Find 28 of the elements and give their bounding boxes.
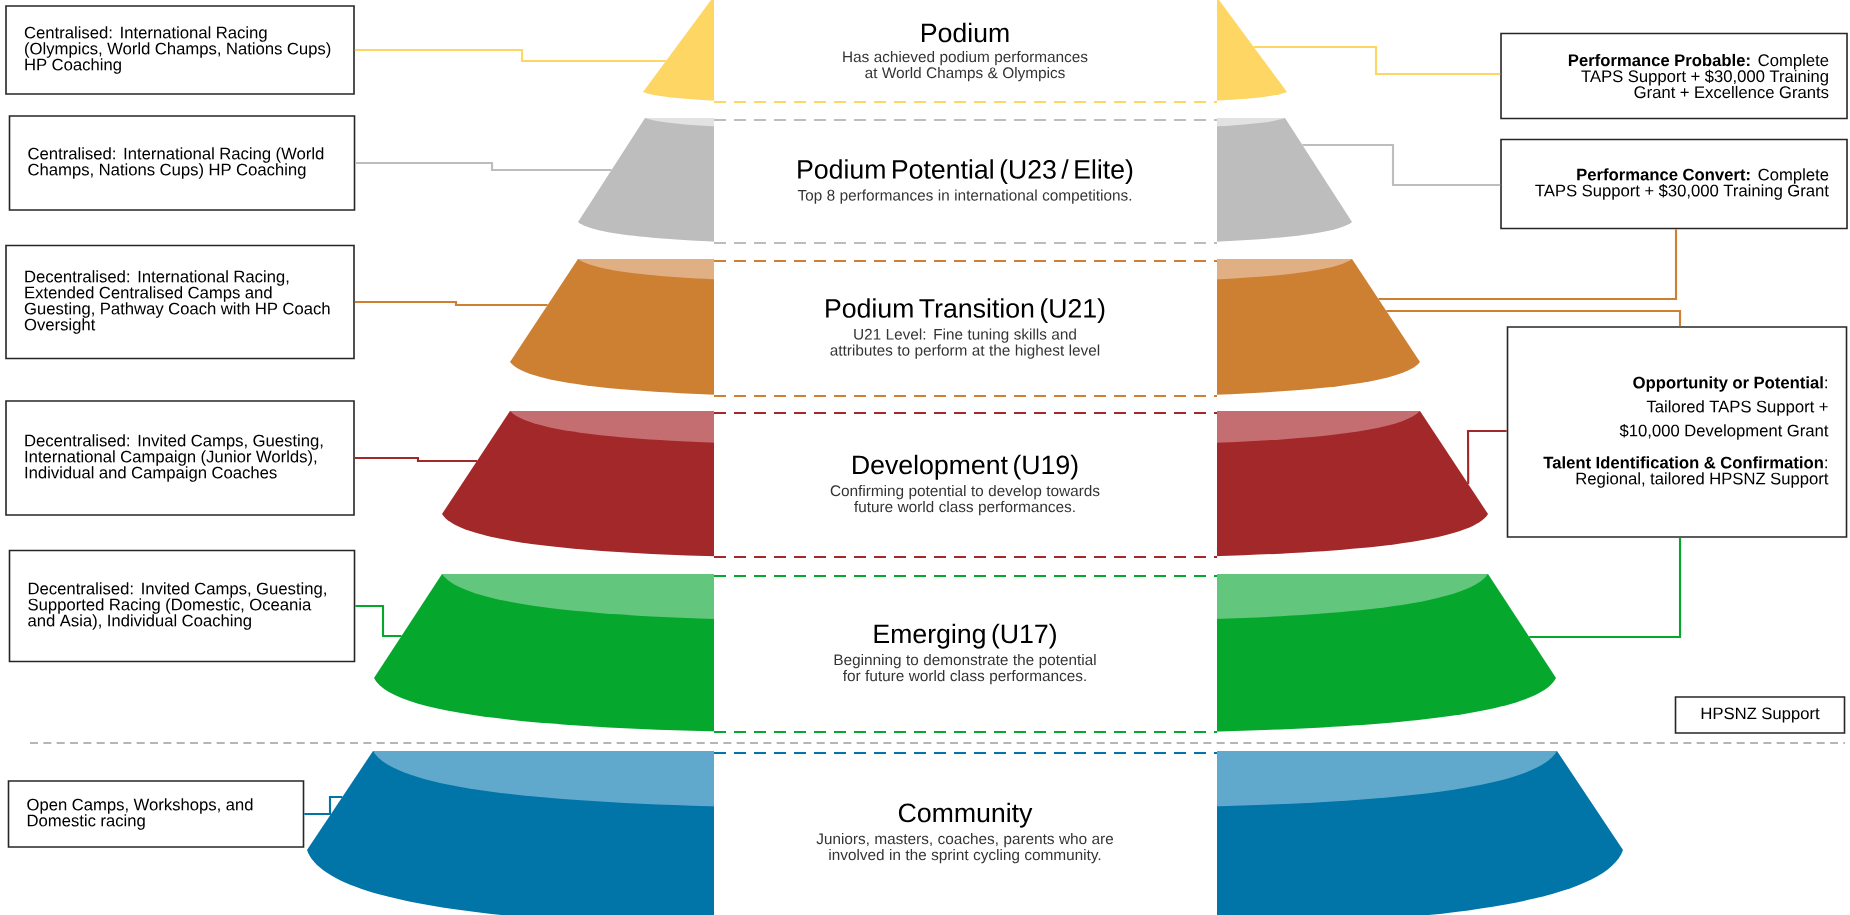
connector-line [1466,429,1507,484]
pyramid-tier: Podium Potential (U23 / Elite) Top 8 performances in international competitions. [578,117,1352,247]
pyramid-tier: Development (U19) Confirming potential to develop towards future world class performances. [442,410,1488,561]
connector-line [1253,45,1501,76]
text-box: HPSNZ Support [1674,696,1846,734]
text-box: Decentralised: Invited Camps, Guesting, International Campaign (Junior Worlds), Individual and Campaign Coaches [5,400,355,516]
connector-line [354,300,548,307]
text-box: Decentralised: International Racing, Extended Centralised Camps and Guesting, Pathway Coach with HP Coach Oversight [5,244,355,360]
connector-line [304,795,343,816]
connector-line [355,604,402,638]
connector-line [1378,229,1678,301]
pyramid-tier: Podium Transition (U21) U21 Level: Fine tuning skills and attributes to perform at the highest level [510,258,1420,400]
connector-line [355,161,612,172]
text-box: Centralised: International Racing (World Champs, Nations Cups) HP Coaching [8,115,356,211]
text-box: Performance Convert: Complete TAPS Support + $30,000 Training Grant [1500,138,1848,230]
text-box: Opportunity or Potential: Tailored TAPS Support + $10,000 Development Grant Talent Identification & Confirmation: Regional, tailored HPSNZ Support [1506,326,1848,538]
text-box: Open Camps, Workshops, and Domestic racing [7,780,305,848]
text-box: Centralised: International Racing (Olympics, World Champs, Nations Cups) HP Coaching [5,5,355,95]
connector-line [1529,537,1682,639]
connector-line [354,48,666,63]
pyramid-tier: Community Juniors, masters, coaches, parents who are involved in the sprint cycling community. [307,750,1623,915]
text-box: Decentralised: Invited Camps, Guesting, Supported Racing (Domestic, Oceania and Asia), Individual Coaching [8,549,356,663]
connector-line [354,456,477,463]
connector-line [1386,309,1682,327]
pyramid-tier: Emerging (U17) Beginning to demonstrate the potential for future world class performances. [374,573,1556,736]
pyramid-tier: Podium Has achieved podium performances at World Champs & Olympics [643,0,1287,106]
connector-line [1302,143,1501,187]
text-box: Performance Probable: Complete TAPS Support + $30,000 Training Grant + Excellence Grants [1500,32,1848,120]
